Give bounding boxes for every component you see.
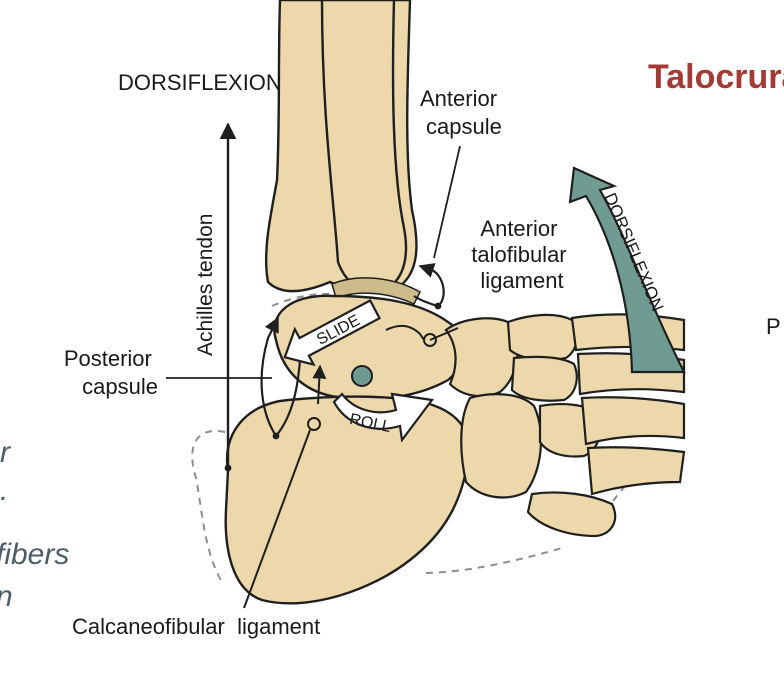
anterior-capsule-line-2: capsule xyxy=(426,114,502,139)
calcaneofibular-ligament-label: Calcaneofibular ligament xyxy=(72,614,320,639)
anterior-capsule-line-1: Anterior xyxy=(420,86,497,111)
achilles-insertion-dot xyxy=(224,464,232,472)
anterior-capsule-dot xyxy=(434,302,442,310)
atfl-attachment xyxy=(385,324,459,347)
left-edge-fragment-3: fibers xyxy=(0,538,69,571)
posterior-capsule-arrows xyxy=(260,316,302,437)
left-edge-fragment-4: n xyxy=(0,580,13,613)
achilles-tendon-label: Achilles tendon xyxy=(194,214,217,356)
page-title-fragment: Talocrura xyxy=(648,58,784,96)
rotation-axis-circle xyxy=(351,365,373,387)
atfl-line-1: Anterior xyxy=(480,216,557,241)
left-edge-fragment-1: r xyxy=(0,436,11,469)
atfl-line-3: ligament xyxy=(480,268,563,293)
midfoot-bones xyxy=(444,313,603,499)
posterior-capsule-dot xyxy=(272,432,280,440)
posterior-capsule-line-1: Posterior xyxy=(64,346,152,371)
atfl-line-2: talofibular xyxy=(471,242,566,267)
anterior-capsule-label: Anterior capsule xyxy=(420,86,503,139)
posterior-capsule-label: Posterior capsule xyxy=(64,346,158,399)
left-edge-fragment-2: . xyxy=(0,474,8,507)
anterior-talofibular-ligament-label: Anterior talofibular ligament xyxy=(471,216,573,293)
posterior-capsule-line-2: capsule xyxy=(82,374,158,399)
mortise-joint xyxy=(331,277,421,305)
right-edge-fragment: P xyxy=(766,314,781,339)
cfl-attachment xyxy=(243,364,327,609)
dorsiflexion-top-label: DORSIFLEXION xyxy=(118,70,282,95)
label-leaders xyxy=(166,145,461,379)
anterior-capsule-arrow xyxy=(413,263,445,308)
